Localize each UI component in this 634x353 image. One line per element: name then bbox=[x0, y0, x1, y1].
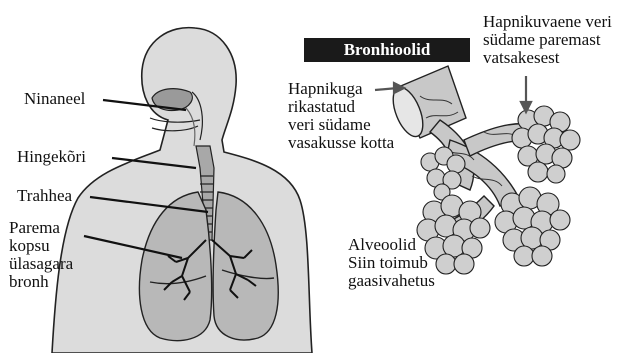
label-hapnikuvaene-line-2: südame paremast bbox=[483, 31, 601, 49]
label-alveoolid-line-3: gaasivahetus bbox=[348, 272, 435, 290]
label-alveoolid-line-1: Alveoolid bbox=[348, 236, 416, 254]
label-hapnikuga-line-1: Hapnikuga bbox=[288, 80, 363, 98]
alveoli-cluster-bottom-right bbox=[495, 187, 570, 266]
label-bronh-line-4: bronh bbox=[9, 273, 49, 291]
label-bronh-line-1: Parema bbox=[9, 219, 60, 237]
bronchioles-title-banner: Bronhioolid bbox=[304, 38, 470, 62]
label-ninaneel: Ninaneel bbox=[24, 90, 85, 108]
label-alveoolid-line-2: Siin toimub bbox=[348, 254, 428, 272]
label-hapnikuvaene-line-1: Hapnikuvaene veri bbox=[483, 13, 612, 31]
label-hapnikuga-line-3: veri südame bbox=[288, 116, 371, 134]
label-trahhea: Trahhea bbox=[17, 187, 72, 205]
label-hingekori: Hingekõri bbox=[17, 148, 86, 166]
alveoli-cluster-top-right bbox=[512, 106, 580, 183]
label-bronh-line-2: kopsu bbox=[9, 237, 50, 255]
alveoli-cluster-mid bbox=[421, 147, 465, 200]
label-hapnikuvaene-line-3: vatsakesest bbox=[483, 49, 559, 67]
label-hapnikuga-line-2: rikastatud bbox=[288, 98, 355, 116]
label-bronh-line-3: ülasagara bbox=[9, 255, 73, 273]
label-hapnikuga-line-4: vasakusse kotta bbox=[288, 134, 394, 152]
alveoli-cluster-bottom-left bbox=[417, 195, 490, 274]
